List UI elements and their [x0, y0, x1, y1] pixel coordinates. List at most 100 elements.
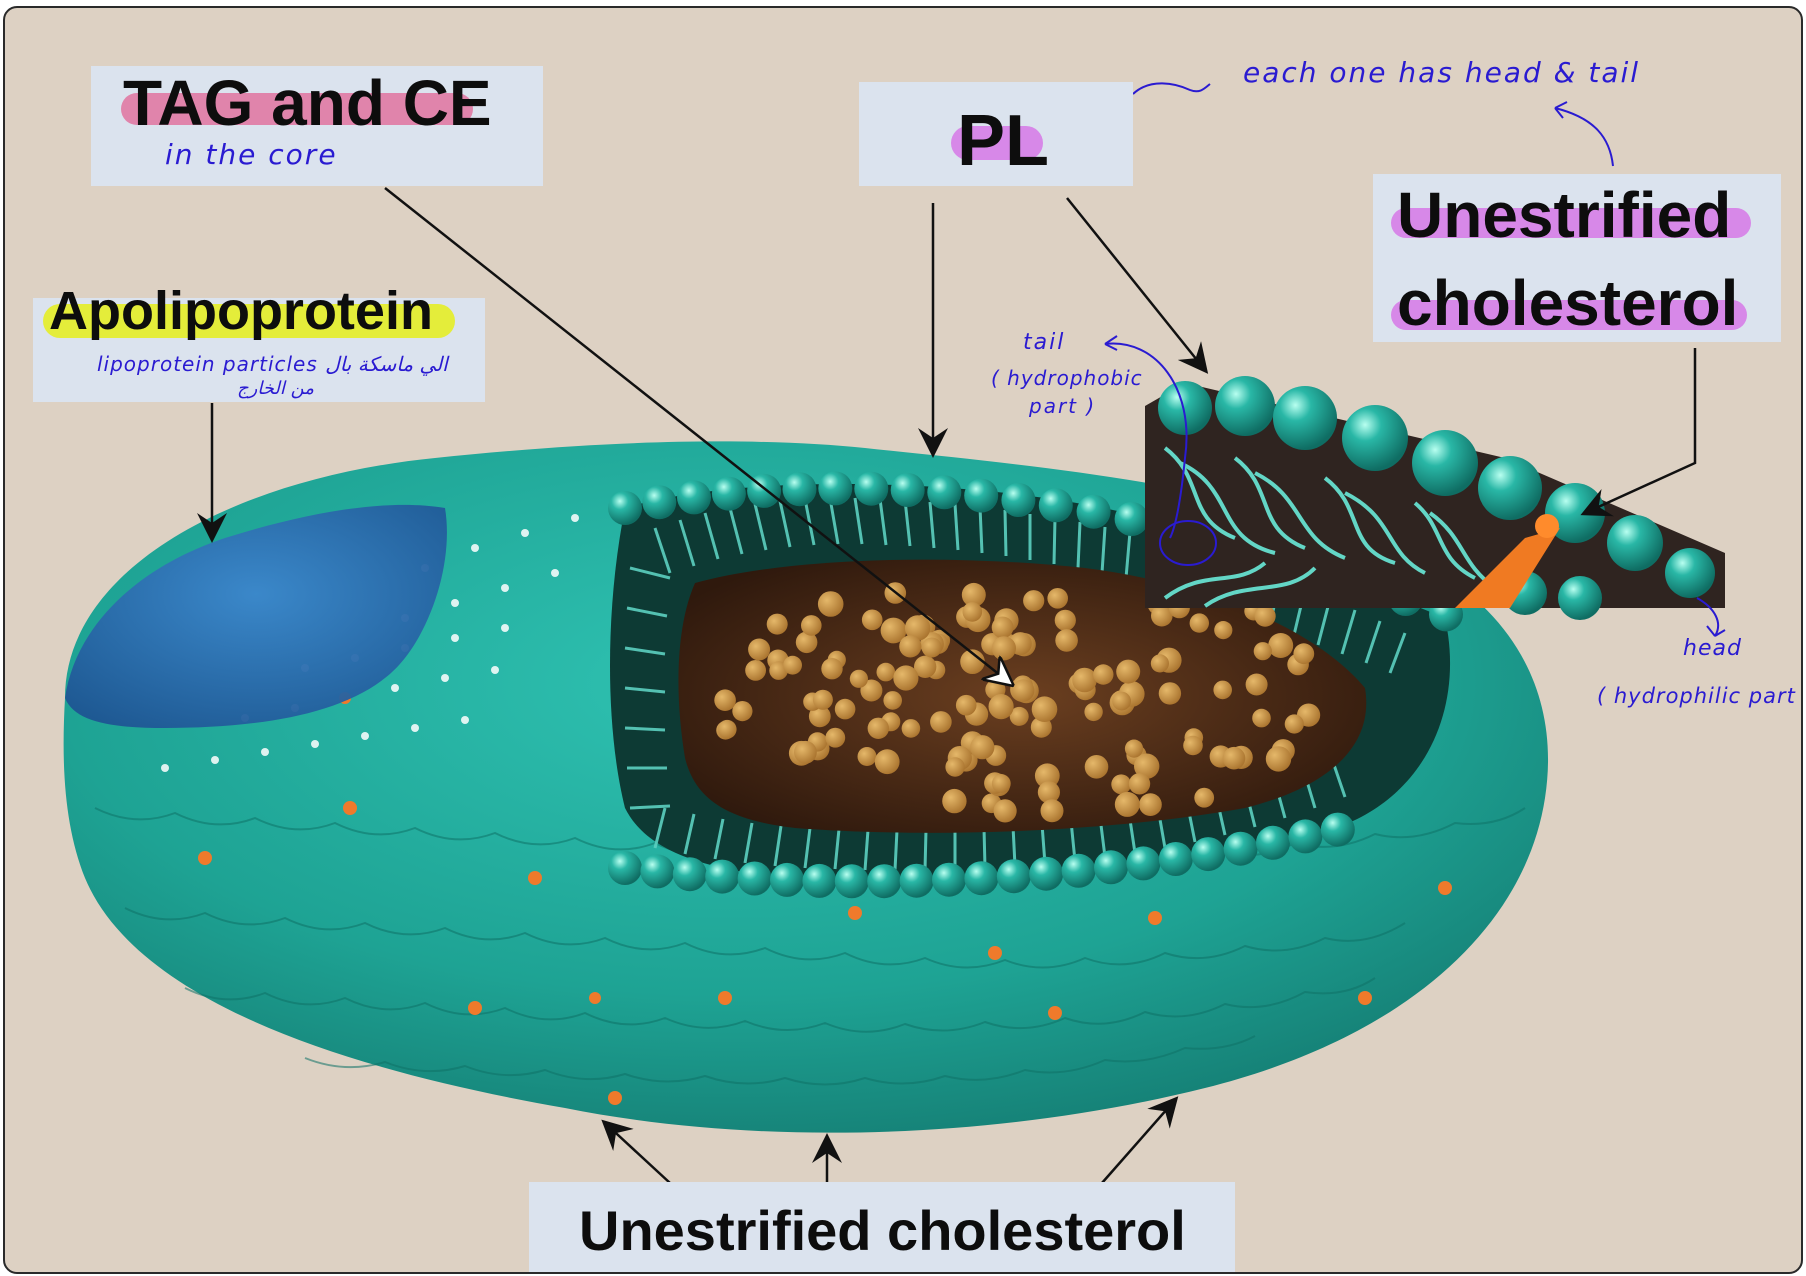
phospholipid-head: [1077, 495, 1111, 529]
phospholipid-head: [964, 479, 998, 513]
lipid-droplet: [862, 610, 883, 631]
lipid-droplet: [1213, 681, 1232, 700]
lipid-droplet: [1116, 660, 1140, 684]
lipid-droplet: [1246, 674, 1268, 696]
phospholipid-head: [835, 864, 869, 898]
lipid-droplet: [1055, 629, 1078, 652]
lipid-droplet: [1115, 792, 1140, 817]
lipid-droplet: [714, 689, 736, 711]
phospholipid-head: [640, 854, 674, 888]
arrow-bottom-3: [1102, 1100, 1175, 1183]
phospholipid-head: [1191, 837, 1225, 871]
phospholipid-head: [1115, 502, 1149, 536]
tail-note-line3: part ): [1029, 394, 1096, 418]
lipid-droplet: [1112, 692, 1131, 711]
lipid-droplet: [794, 741, 817, 764]
phospholipid-head: [932, 863, 966, 897]
lipid-droplet: [992, 636, 1016, 660]
lipid-droplet: [745, 660, 766, 681]
lipid-droplet: [883, 691, 902, 710]
lipid-droplet: [858, 747, 877, 766]
lipid-droplet: [945, 757, 964, 776]
unesterified-note-arrow: [1555, 102, 1613, 166]
arrow-bottom-1: [605, 1123, 670, 1183]
lipid-droplet: [850, 670, 868, 688]
lipid-droplet: [994, 799, 1017, 822]
phospholipid-head: [1159, 842, 1193, 876]
phospholipid-head: [608, 491, 642, 525]
lipid-droplet: [922, 638, 942, 658]
phospholipid-head: [738, 862, 772, 896]
tail-note-line2: ( hydrophobic: [991, 366, 1143, 390]
lipid-droplet: [875, 749, 900, 774]
lipid-droplet: [732, 701, 752, 721]
lipid-droplet: [718, 720, 737, 739]
phospholipid-head: [712, 477, 746, 511]
lipid-droplet: [970, 735, 994, 759]
lipid-droplet: [801, 615, 822, 636]
tag-ce-note: in the core: [165, 138, 338, 171]
lipid-droplet: [1254, 642, 1272, 660]
lipid-droplet: [1223, 747, 1246, 770]
phospholipid-head: [964, 861, 998, 895]
lipid-droplet: [1023, 590, 1044, 611]
phospholipid-head: [1001, 483, 1035, 517]
lipid-droplet: [956, 695, 977, 716]
pl-note: each one has head & tail: [1243, 56, 1640, 89]
unesterified-top-line1: Unestrified: [1397, 178, 1731, 252]
lipid-droplet: [813, 690, 833, 710]
lipid-droplet: [877, 663, 896, 682]
phospholipid-head: [705, 860, 739, 894]
lipid-droplet: [748, 639, 770, 661]
lipid-droplet: [1194, 788, 1214, 808]
lipid-droplet: [963, 602, 983, 622]
lipid-droplet: [1293, 643, 1314, 664]
phospholipid-head: [642, 485, 676, 519]
arrow-pl-2: [1067, 198, 1205, 370]
phospholipid-head: [997, 859, 1031, 893]
lipid-droplet: [930, 711, 952, 733]
phospholipid-head: [1321, 813, 1355, 847]
phospholipid-head: [770, 863, 804, 897]
tag-ce-label: TAG and CE: [123, 66, 492, 140]
phospholipid-head: [891, 473, 925, 507]
lipid-droplet: [942, 789, 966, 813]
tail-note-line1: tail: [1023, 330, 1065, 355]
lipid-droplet: [1214, 621, 1232, 639]
lipid-droplet: [1093, 664, 1113, 684]
pl-note-squiggle: [1133, 83, 1210, 94]
lipid-droplet: [1252, 709, 1271, 728]
lipid-droplet: [821, 658, 842, 679]
phospholipid-head: [1029, 857, 1063, 891]
lipid-droplet: [868, 718, 889, 739]
lipid-droplet: [992, 774, 1011, 793]
lipid-droplet: [783, 656, 802, 675]
lipid-droplet: [1183, 736, 1203, 756]
phospholipid-head: [608, 851, 642, 885]
phospholipid-head: [1288, 819, 1322, 853]
phospholipid-head: [867, 864, 901, 898]
lipid-droplet: [1129, 773, 1150, 794]
pl-label: PL: [957, 100, 1049, 182]
lipid-droplet: [1012, 679, 1034, 701]
lipid-droplet: [1151, 654, 1169, 672]
lipid-droplet: [1111, 774, 1131, 794]
lipid-droplet: [1285, 714, 1304, 733]
lipid-droplet: [835, 699, 856, 720]
lipid-droplet: [1159, 682, 1181, 704]
arrow-unesterified-top: [1585, 348, 1695, 513]
lipid-droplet: [1139, 793, 1162, 816]
lipid-droplet: [825, 728, 845, 748]
head-note-line1: head: [1683, 636, 1742, 661]
lipid-droplet: [1085, 755, 1109, 779]
lipid-droplet: [767, 614, 788, 635]
phospholipid-head: [677, 480, 711, 514]
apolipoprotein-label: Apolipoprotein: [49, 280, 433, 342]
lipid-droplet: [893, 665, 918, 690]
lipid-droplet: [1266, 746, 1291, 771]
phospholipid-head: [1224, 832, 1258, 866]
phospholipid-head: [673, 857, 707, 891]
lipid-droplet: [1190, 613, 1209, 632]
phospholipid-head: [1062, 854, 1096, 888]
apolipoprotein-note-line2: من الخارج: [237, 378, 314, 399]
